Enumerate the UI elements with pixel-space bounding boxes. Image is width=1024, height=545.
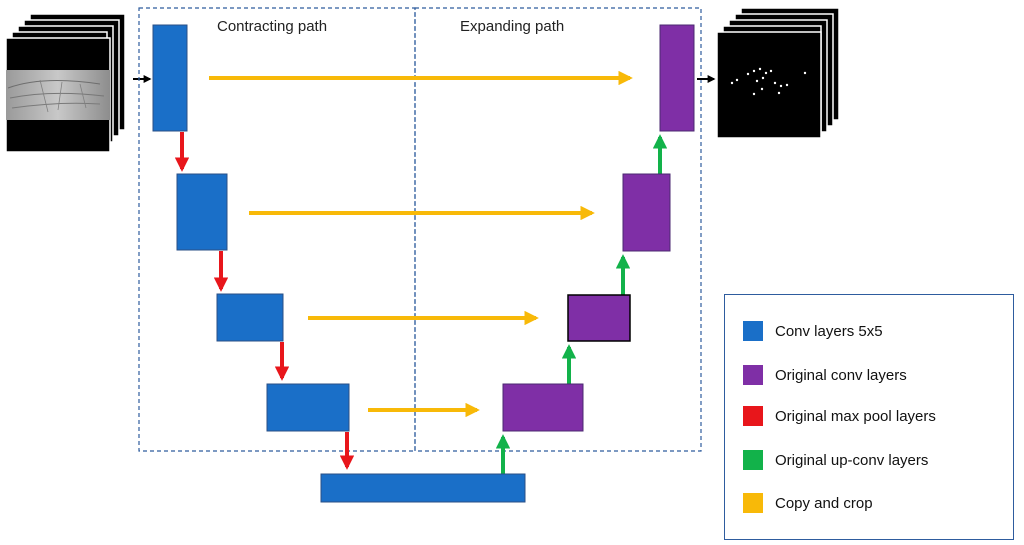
- legend-label: Original conv layers: [775, 366, 907, 384]
- output-image-stack: [716, 7, 840, 139]
- conv5x5-block: [266, 383, 350, 432]
- up-conv-arrows: [495, 134, 668, 474]
- original-conv-block: [567, 294, 631, 342]
- wing-image: [6, 70, 110, 120]
- conv5x5-block: [152, 24, 188, 132]
- max-pool-arrows: [174, 132, 355, 470]
- expanding-path-frame: [414, 7, 702, 452]
- copy-crop-arrows: [209, 70, 633, 418]
- conv5x5-block: [216, 293, 284, 342]
- legend: Conv layers 5x5 Original conv layers Ori…: [724, 294, 1014, 540]
- original-conv-block: [622, 173, 671, 252]
- legend-label: Copy and crop: [775, 494, 873, 512]
- legend-swatch-original-conv: [743, 365, 763, 385]
- legend-swatch-max-pool: [743, 406, 763, 426]
- conv5x5-block: [176, 173, 228, 251]
- conv5x5-blocks: [152, 24, 526, 503]
- legend-swatch-up-conv: [743, 450, 763, 470]
- expanding-path-label: Expanding path: [460, 18, 565, 35]
- input-image-stack: [5, 13, 126, 153]
- legend-swatch-copy-crop: [743, 493, 763, 513]
- landmark-points: [730, 67, 807, 96]
- legend-item-original-conv: Original conv layers: [743, 365, 907, 385]
- legend-item-up-conv: Original up-conv layers: [743, 450, 928, 470]
- bottleneck-block: [320, 473, 526, 503]
- original-conv-block: [502, 383, 584, 432]
- contracting-path-frame: [138, 7, 416, 452]
- legend-item-max-pool: Original max pool layers: [743, 406, 936, 426]
- legend-label: Conv layers 5x5: [775, 322, 883, 340]
- original-conv-blocks: [502, 24, 695, 432]
- legend-item-conv5x5: Conv layers 5x5: [743, 321, 883, 341]
- original-conv-block: [659, 24, 695, 132]
- legend-label: Original up-conv layers: [775, 451, 929, 469]
- contracting-path-label: Contracting path: [217, 18, 328, 35]
- legend-label: Original max pool layers: [775, 407, 936, 425]
- legend-item-copy-crop: Copy and crop: [743, 493, 873, 513]
- legend-swatch-conv5x5: [743, 321, 763, 341]
